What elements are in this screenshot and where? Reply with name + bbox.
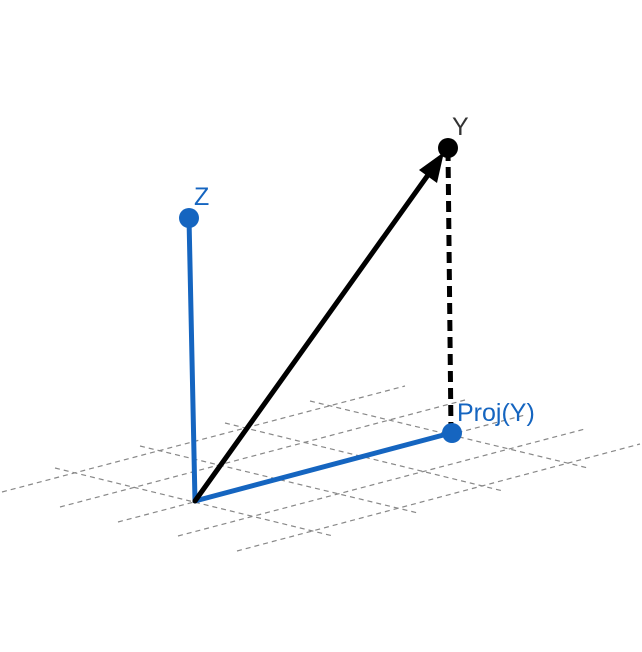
grid-line [236,443,641,552]
y-point [438,138,458,158]
grid-line [1,385,406,493]
y-vector-arrowhead [419,152,444,183]
grid-line [139,445,419,514]
proj-label: Proj(Y) [457,399,535,427]
proj-point [442,423,462,443]
grid-line [177,428,586,537]
projection-dashed-line [445,149,454,432]
z-label: Z [194,183,209,211]
grid-line [309,400,589,469]
z-vector [186,215,198,504]
grid-line [224,422,504,492]
grid-line [59,399,466,508]
y-label: Y [452,113,469,141]
y-vector [192,172,431,504]
grid-line [54,467,334,537]
proj-vector [192,430,454,504]
z-point [179,208,199,228]
